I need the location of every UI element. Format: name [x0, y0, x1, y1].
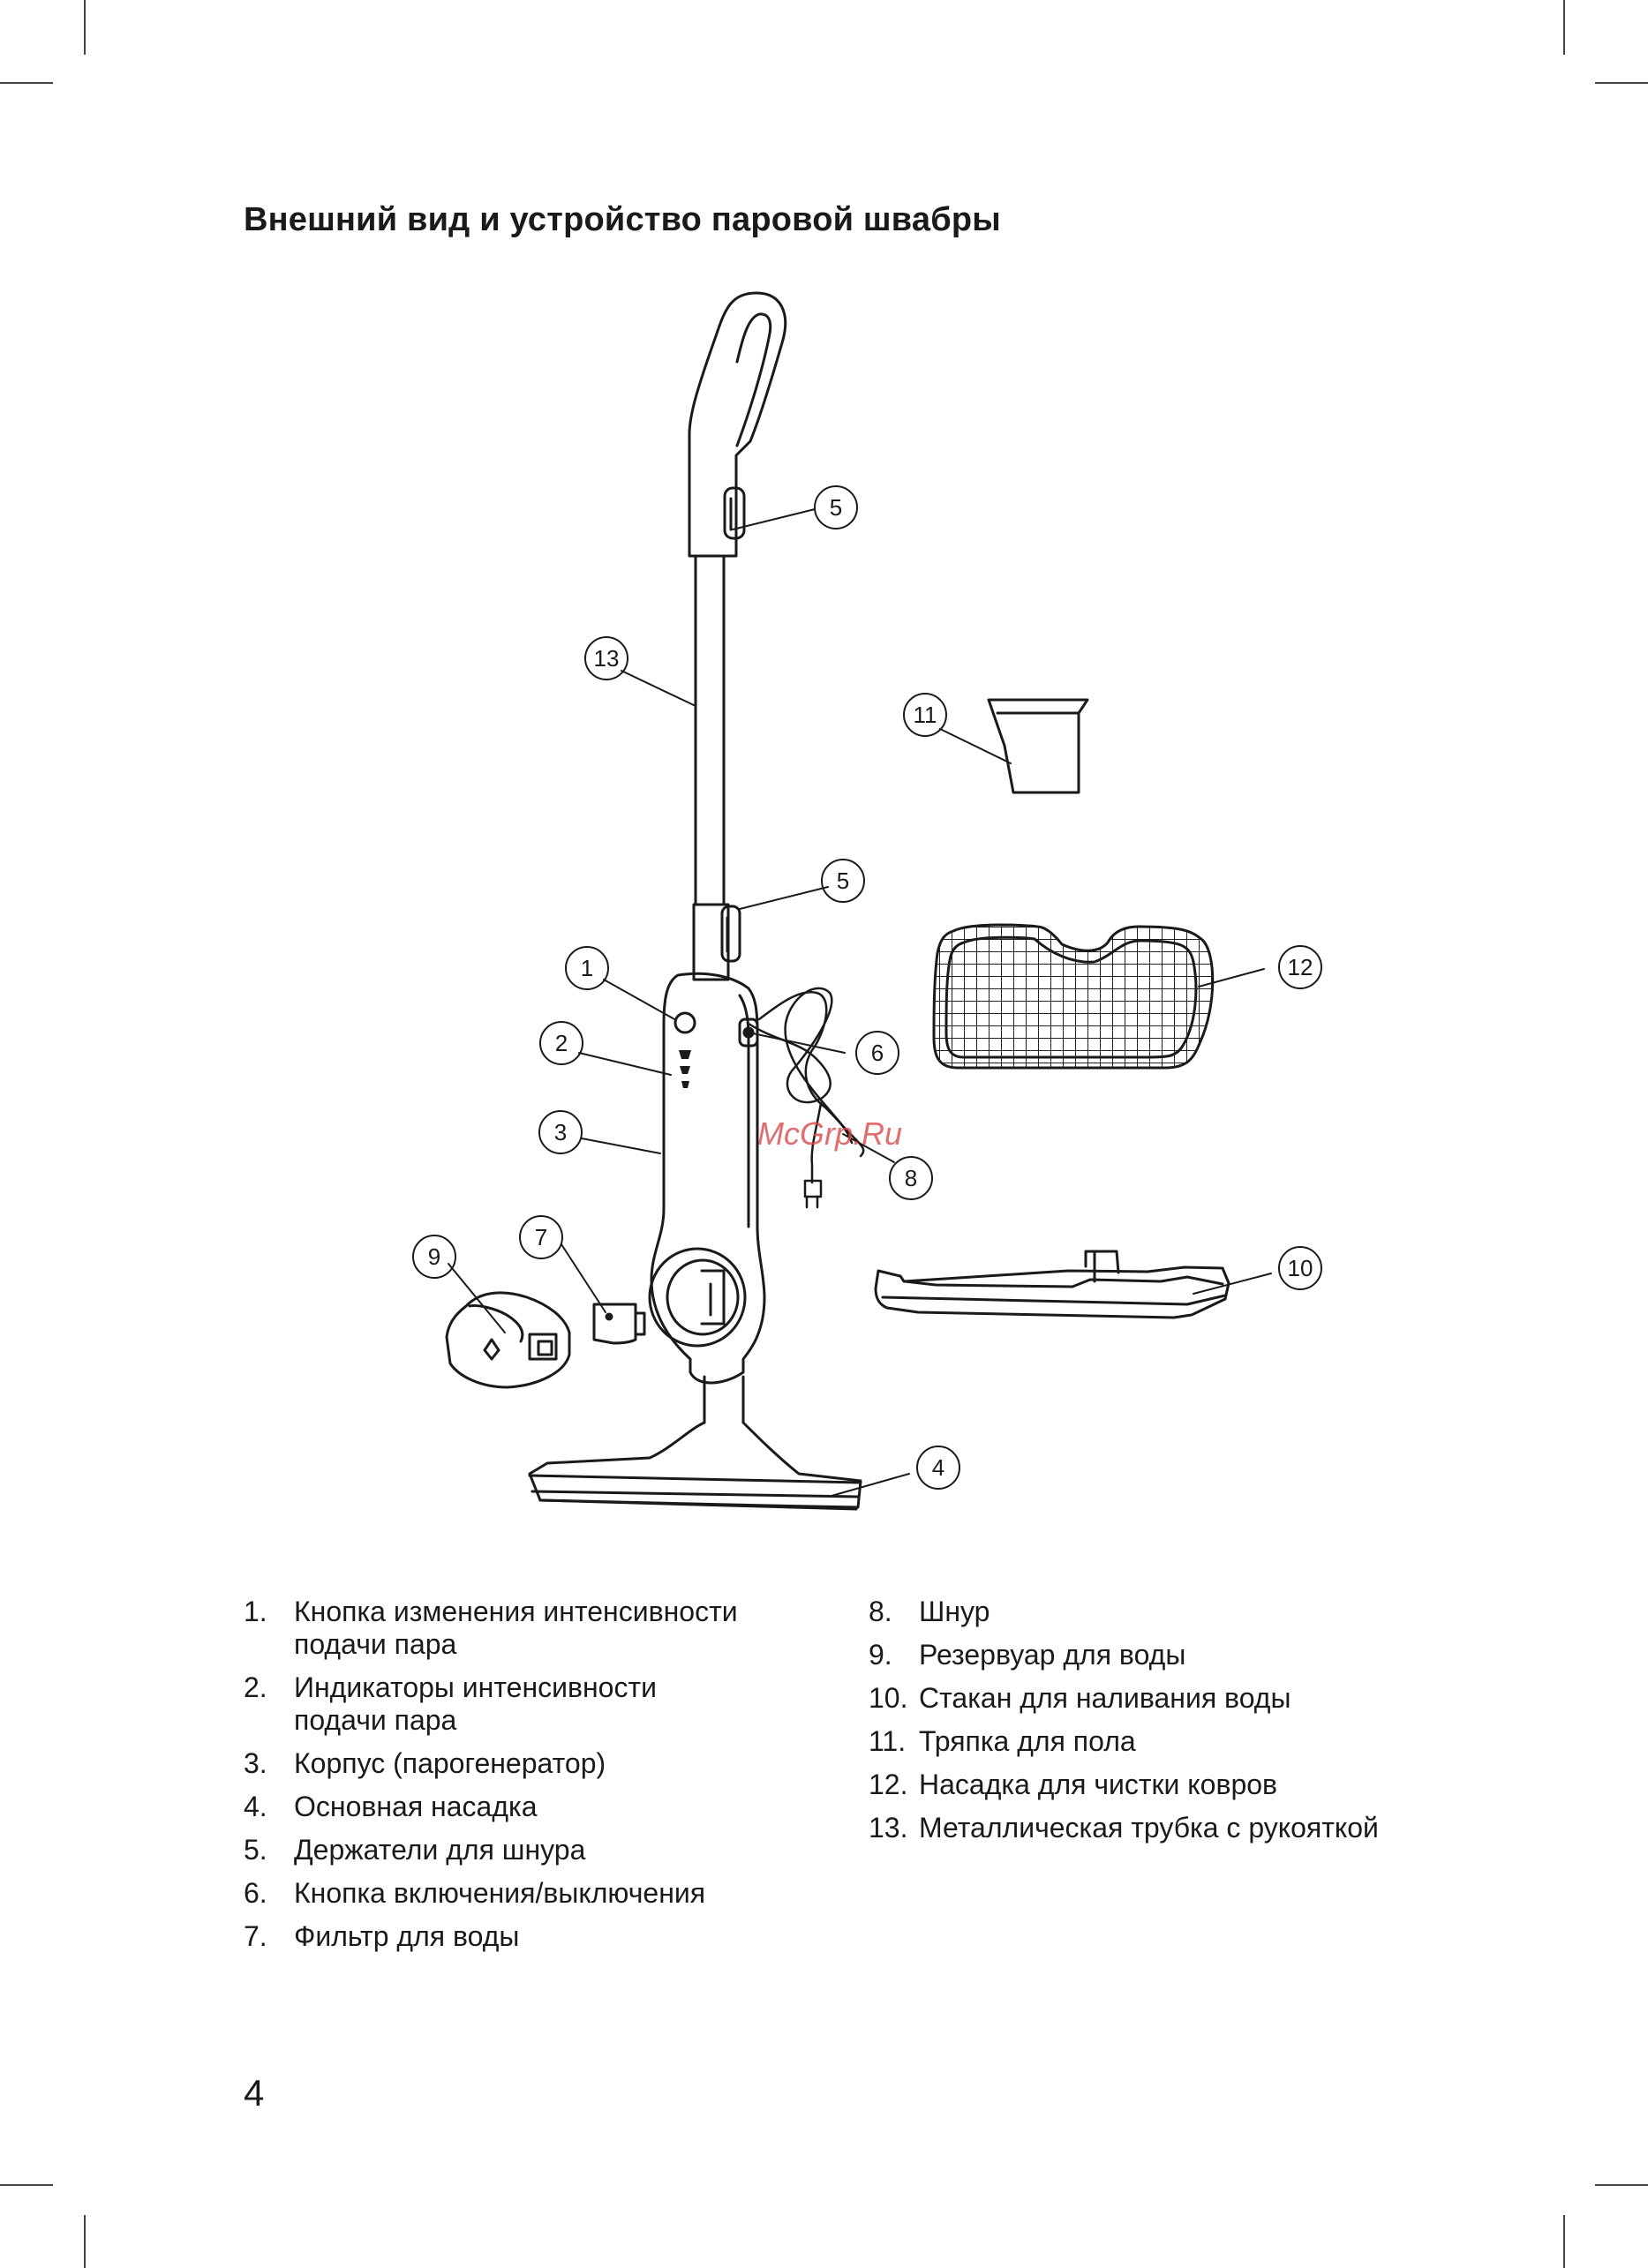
steam-indicators: [679, 1050, 691, 1088]
legend-item: 3. Корпус (парогенератор): [244, 1747, 826, 1780]
crop-mark: [1595, 2184, 1648, 2186]
callout-13: 13: [594, 645, 620, 672]
legend-number: 12.: [869, 1769, 908, 1800]
legend-number: 2.: [244, 1671, 267, 1703]
crop-mark: [0, 2184, 53, 2186]
legend-text: Держатели для шнура: [294, 1834, 586, 1866]
legend-item: 12. Насадка для чистки ковров: [869, 1769, 1486, 1801]
cord: [747, 987, 865, 1209]
legend-text: Тряпка для пола: [919, 1725, 1136, 1757]
legend-number: 3.: [244, 1747, 267, 1779]
water-filter: [592, 1303, 646, 1345]
crop-mark: [0, 82, 53, 84]
legend-item: 5. Держатели для шнура: [244, 1834, 826, 1866]
cord-holder-lower: [692, 903, 741, 981]
legend-item: 6. Кнопка включения/выключения: [244, 1877, 826, 1910]
legend-item: 11. Тряпка для пола: [869, 1725, 1486, 1758]
legend-number: 4.: [244, 1791, 267, 1822]
crop-mark: [1595, 82, 1648, 84]
crop-mark: [1563, 0, 1565, 55]
callout-circles: [412, 485, 1322, 1490]
legend-item: 2. Индикаторы интенсивности подачи пара: [244, 1671, 826, 1737]
legend-number: 7.: [244, 1920, 267, 1952]
legend-item: 1. Кнопка изменения интенсивности подачи …: [244, 1596, 826, 1661]
handle-grip: [688, 291, 787, 558]
crop-mark: [84, 2215, 86, 2268]
legend-number: 9.: [869, 1639, 892, 1671]
callout-10: 11: [914, 702, 937, 728]
water-tank: [445, 1291, 571, 1389]
leader-lines: [448, 508, 1272, 1497]
callout-1: 1: [581, 955, 593, 981]
legend-text: Насадка для чистки ковров: [919, 1769, 1278, 1800]
legend-number: 8.: [869, 1596, 892, 1627]
cord-holder-upper: [723, 486, 746, 540]
callout-5-lower: 5: [837, 867, 849, 894]
legend-text: Шнур: [919, 1596, 990, 1627]
crop-mark: [84, 0, 86, 55]
legend-item: 7. Фильтр для воды: [244, 1920, 826, 1953]
legend-item: 4. Основная насадка: [244, 1791, 826, 1823]
neck: [528, 1375, 862, 1509]
page-number: 4: [244, 2072, 265, 2114]
legend-number: 11.: [869, 1725, 907, 1757]
legend-text: Металлическая трубка с рукояткой: [919, 1812, 1379, 1844]
callout-6: 6: [871, 1040, 884, 1066]
legend-text: Кнопка включения/выключения: [294, 1877, 706, 1909]
legend-item: 8. Шнур: [869, 1596, 1486, 1628]
callout-7: 7: [535, 1224, 547, 1250]
legend-item: 9. Резервуар для воды: [869, 1639, 1486, 1671]
callout-2: 2: [555, 1030, 568, 1056]
legend-item: 10. Стакан для наливания воды: [869, 1682, 1486, 1715]
legend-left: 1. Кнопка изменения интенсивности подачи …: [244, 1596, 826, 1964]
callout-8: 8: [905, 1165, 917, 1191]
floor-cloth: [932, 923, 1215, 1070]
steam-button: [673, 1011, 696, 1034]
legend-text: Фильтр для воды: [294, 1920, 520, 1952]
callout-9: 9: [428, 1243, 440, 1270]
metal-tube: [694, 554, 726, 906]
legend-text: Корпус (парогенератор): [294, 1747, 606, 1779]
callout-3: 3: [554, 1119, 567, 1145]
power-button: [738, 1018, 759, 1048]
measuring-cup: [987, 698, 1089, 794]
callout-11: 12: [1288, 954, 1313, 980]
legend-number: 5.: [244, 1834, 267, 1866]
legend-text: Кнопка изменения интенсивности подачи па…: [294, 1596, 738, 1660]
legend-text: Индикаторы интенсивности подачи пара: [294, 1671, 657, 1736]
watermark: McGrp.Ru: [757, 1115, 902, 1152]
legend-number: 1.: [244, 1596, 267, 1627]
legend-text: Резервуар для воды: [919, 1639, 1186, 1671]
legend-item: 13. Металлическая трубка с рукояткой: [869, 1812, 1486, 1844]
legend-number: 6.: [244, 1877, 267, 1909]
callout-5-upper: 5: [830, 494, 842, 521]
legend-right: 8. Шнур 9. Резервуар для воды 10. Стакан дл…: [869, 1596, 1486, 1855]
legend-text: Стакан для наливания воды: [919, 1682, 1291, 1714]
page-title: Внешний вид и устройство паровой швабры: [244, 201, 1001, 238]
callout-4: 4: [932, 1454, 944, 1481]
tank-socket: [648, 1247, 747, 1348]
callout-12: 10: [1288, 1255, 1313, 1281]
legend-number: 10.: [869, 1682, 908, 1714]
floor-head: [531, 1490, 860, 1511]
legend-text: Основная насадка: [294, 1791, 538, 1822]
crop-mark: [1563, 2215, 1565, 2268]
legend-number: 13.: [869, 1812, 908, 1844]
carpet-glider: [874, 1250, 1230, 1319]
